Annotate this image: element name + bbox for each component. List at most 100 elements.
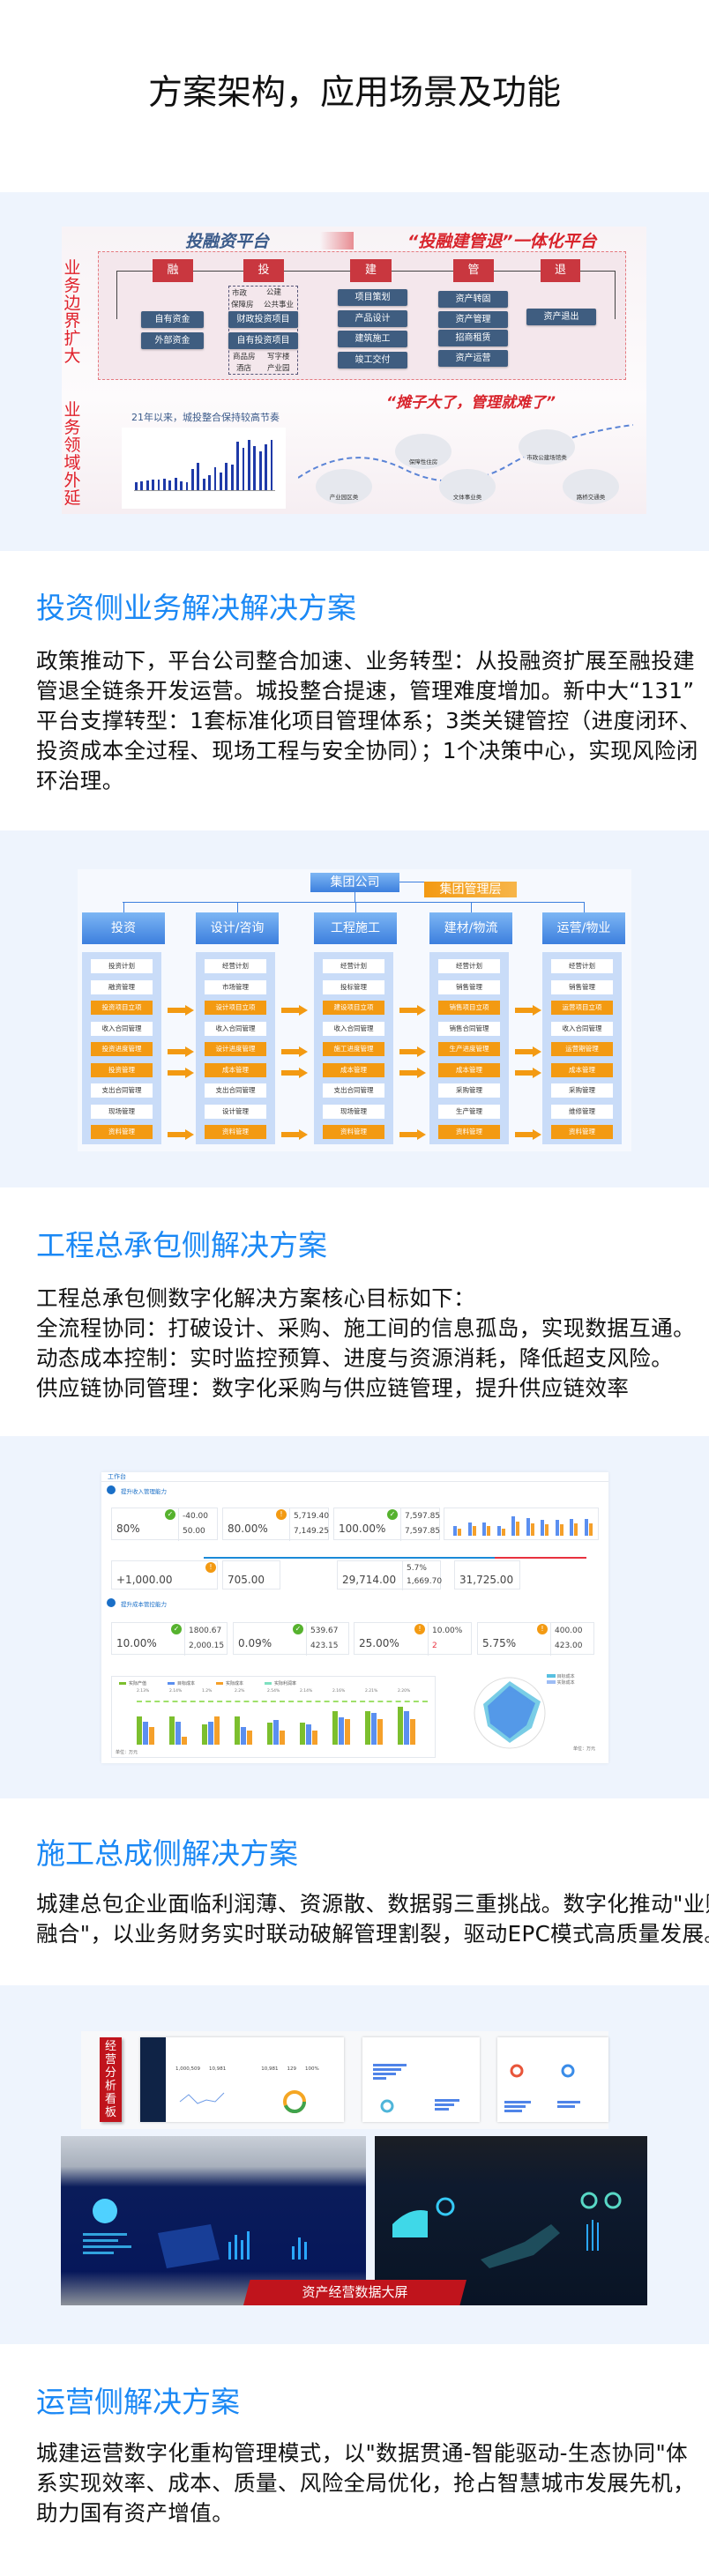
legend-item: 实际产值 — [119, 1680, 146, 1686]
kpi-sub-value: 423.00 — [555, 1641, 583, 1650]
divider — [178, 1508, 179, 1541]
divider — [306, 1623, 307, 1656]
kpi-card: 705.00 — [222, 1560, 280, 1590]
text-line: 助力国有资产增值。 — [36, 2500, 235, 2526]
mini-bar — [174, 477, 177, 490]
mini-bar — [213, 466, 217, 490]
mini-bar — [253, 445, 257, 490]
network-node: 保障性住房 — [395, 434, 452, 469]
alert-icon: ! — [414, 1624, 425, 1634]
screen-photo-right — [375, 2136, 647, 2305]
mini-bar-plot — [134, 435, 275, 491]
prod-bar — [530, 1523, 534, 1536]
module-item: 经营计划 — [323, 959, 384, 973]
profit-label: 2.20% — [398, 1689, 411, 1694]
mini-bar — [202, 478, 205, 490]
group-company-box: 集团公司 — [310, 873, 399, 892]
cost-bar — [247, 1731, 252, 1745]
kpi-main-value: 80.00% — [228, 1522, 268, 1535]
legend-item: 实际成本 — [216, 1680, 243, 1686]
module-item: 设计管理 — [205, 1104, 266, 1119]
column-header: 建材/物流 — [429, 912, 512, 944]
platform-right-label: “投融建管退”一体化平台 — [407, 232, 597, 251]
progress-line-overdue — [495, 1557, 586, 1559]
profit-label: 2.16% — [332, 1689, 346, 1694]
prod-bar — [584, 1519, 588, 1536]
text-line: 投资成本全过程、现场工程与安全协同）；1个决策中心，实现风险闭 — [36, 738, 698, 763]
module-item: 融资管理 — [91, 979, 153, 994]
city-network-illustration: 保障性住房产业园区类市政公建场馆类文体事业类路桥交通类 — [298, 416, 633, 509]
build-2: 产品设计 — [338, 310, 407, 327]
cost-bar — [137, 1716, 142, 1745]
arrow-right-icon — [281, 1065, 308, 1078]
text-line: 系实现效率、成本、质量、风险全局优化，抢占智慧城市发展先机， — [36, 2470, 695, 2496]
kpi: 100% — [305, 2066, 319, 2072]
module-item: 收入合同管理 — [323, 1021, 384, 1036]
module-item: 现场管理 — [323, 1104, 384, 1119]
divider — [402, 1561, 403, 1590]
kpi-card: +1,000.00! — [111, 1560, 218, 1590]
stage-guan: 管 — [453, 259, 494, 282]
prod-bar — [516, 1522, 519, 1536]
divider — [101, 1481, 608, 1482]
network-node: 市政公建场馆类 — [519, 429, 575, 465]
kpi-main-value: 29,714.00 — [342, 1573, 397, 1586]
module-item: 施工进度管理 — [323, 1042, 384, 1056]
dashboard-title: 工作台 — [108, 1473, 126, 1480]
arrow-right-icon — [168, 1127, 194, 1140]
module-item: 设计项目立项 — [205, 1001, 266, 1015]
tag: 商品房 — [233, 353, 256, 361]
module-item: 成本管理 — [205, 1062, 266, 1077]
mini-bar — [140, 481, 144, 490]
mini-bar-chart — [122, 428, 286, 509]
manage-3: 招商租赁 — [438, 330, 508, 346]
kpi-sub-value: 10.00% — [432, 1626, 463, 1635]
platform-left-label: 投融资平台 — [185, 232, 270, 251]
arrow-right-icon — [399, 1127, 426, 1140]
module-item: 经营计划 — [438, 959, 500, 973]
section-label: 提升收入管理能力 — [121, 1488, 167, 1495]
mini-bar — [163, 478, 166, 490]
kpi-card: 25.00%!10.00%2 — [354, 1622, 472, 1656]
target-line — [137, 1701, 428, 1702]
mini-bar — [157, 480, 160, 490]
fund-own: 自有资金 — [141, 311, 204, 328]
invest-group-box — [228, 286, 298, 375]
module-item: 现场管理 — [91, 1104, 153, 1119]
connector — [237, 902, 238, 912]
module-item: 运营项目立项 — [551, 1001, 613, 1015]
prod-bar — [559, 1524, 563, 1536]
alert-icon: ! — [537, 1624, 548, 1634]
kpi-sub-value: 7,597.85 — [405, 1526, 441, 1536]
module-item: 支出合同管理 — [91, 1083, 153, 1098]
legend-item: 实际利润率 — [265, 1680, 296, 1686]
check-icon: ✓ — [165, 1509, 175, 1520]
exit-box: 资产退出 — [526, 309, 596, 325]
profit-label: 2.2% — [235, 1689, 245, 1694]
module-item: 采购管理 — [438, 1083, 500, 1098]
board-label: 经营分析看板 — [100, 2037, 122, 2122]
module-item: 投资进度管理 — [91, 1042, 153, 1056]
connector — [471, 902, 472, 912]
screen-label: 资产经营数据大屏 — [243, 2280, 466, 2305]
cost-bar — [214, 1716, 220, 1745]
side-label-top: 业务边界扩大 — [63, 258, 81, 366]
legend-label: 实际成本 — [226, 1681, 244, 1686]
kpi: 10,981 — [261, 2066, 279, 2072]
kpi-main-value: 0.09% — [238, 1636, 272, 1649]
text-line: 工程总承包侧数字化解决方案核心目标如下： — [36, 1285, 475, 1311]
divider — [289, 1508, 290, 1541]
module-item: 投资管理 — [91, 1062, 153, 1077]
cost-bar — [143, 1721, 148, 1745]
kpi: 1,000,509 — [175, 2066, 200, 2072]
module-item: 成本管理 — [551, 1062, 613, 1077]
text-line: 动态成本控制：实时监控预算、进度与资源消耗，降低超支风险。 — [36, 1345, 674, 1371]
column-header: 投资 — [82, 912, 165, 944]
module-item: 生产进度管理 — [438, 1042, 500, 1056]
board-screenshot-2 — [362, 2037, 480, 2122]
cost-bar — [365, 1710, 370, 1745]
